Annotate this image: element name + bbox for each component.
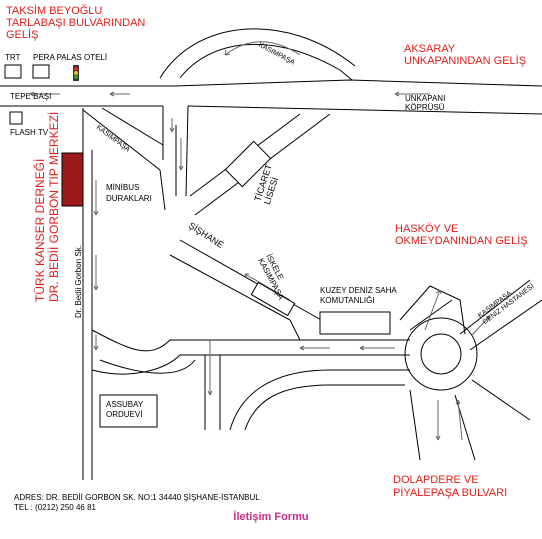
taksim-label: TAKSİM BEYOĞLU TARLABAŞI BULVARINDAN GEL… [6, 4, 148, 41]
haskoy-label: HASKÖY VE OKMEYDANINDAN GELİŞ [395, 223, 528, 247]
minibus-label: MİNİBUS DURAKLARI [106, 183, 152, 203]
flash-tv-label: FLASH TV [10, 128, 49, 137]
tepe-basi-label: TEPE BAŞI [10, 92, 51, 101]
direction-arrows [29, 41, 491, 441]
dolapdere-label: DOLAPDERE VE PİYALEPAŞA BULVARI [393, 474, 507, 499]
kasimpasa-left-label: KASIMPAŞA [95, 124, 131, 154]
flash-tv-building [9, 111, 23, 125]
contact-form-link[interactable]: İletişim Formu [233, 511, 309, 523]
gorbon-street-label: Dr. Bedii Gorbon Sk. [74, 245, 83, 318]
kuzey-deniz-label: KUZEY DENİZ SAHA KOMUTANLIĞI [320, 286, 399, 305]
trt-label: TRT [5, 53, 21, 62]
kasimpasa-top-label: KASIMPAŞA [257, 42, 296, 67]
kasimpasa-hastane-label: KASIMPAŞA DENİZ HASTANESİ [477, 277, 536, 326]
turk-kanser-label: TÜRK KANSER DERNEĞİ DR. BEDİİ GORBON TIP… [32, 112, 61, 302]
assubay-building [99, 394, 158, 428]
trt-building [4, 64, 22, 79]
sishane-label: ŞİŞHANE [187, 220, 226, 250]
turk-kanser-building [61, 152, 84, 207]
address-text: ADRES: DR. BEDİİ GORBON SK. NO:1 34440 Ş… [14, 493, 260, 502]
unkapani-label: UNKAPANI KÖPRÜSÜ [405, 94, 448, 112]
tel-text: TEL : (0212) 250 46 81 [14, 503, 97, 512]
aksaray-label: AKSARAY UNKAPANINDAN GELİŞ [404, 43, 526, 67]
pera-palas-building [32, 64, 50, 79]
pera-palas-label: PERA PALAS OTELİ [33, 53, 107, 62]
assubay-label: ASSUBAY ORDUEVİ [106, 400, 145, 419]
ticaret-lisesi-building [224, 140, 272, 188]
kuzey-deniz-building [319, 311, 391, 335]
traffic-light-icon [73, 65, 79, 81]
kasimpasa-iskele-building [250, 281, 296, 317]
